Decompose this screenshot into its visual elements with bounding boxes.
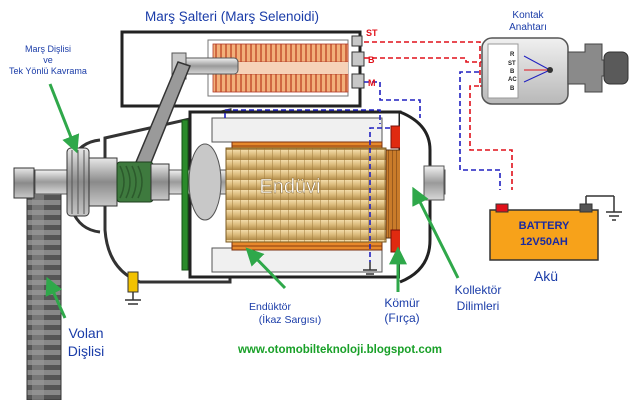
ground-symbols: [125, 262, 377, 305]
switch-terminal-b1: B: [510, 69, 515, 75]
switch-terminal-ac: AC: [508, 77, 517, 83]
pinion-label-line1: Marş Dişlisi: [25, 44, 71, 54]
ignition-switch[interactable]: [481, 37, 629, 105]
solenoid-label: Marş Şalteri (Marş Selenoidi): [145, 9, 319, 24]
terminal-b-label: B: [368, 55, 375, 65]
switch-terminal-r: R: [510, 52, 515, 58]
pinion-gear: [13, 147, 118, 217]
pinion-label-line3: Tek Yönlü Kavrama: [9, 66, 87, 76]
battery-caption: Akü: [534, 268, 558, 284]
solenoid-housing: [120, 30, 362, 108]
switch-terminal-b2: B: [510, 86, 515, 92]
commutator-label-line1: Kollektör: [455, 283, 502, 297]
pinion-label-line2: ve: [43, 55, 53, 65]
armature-label: Endüvi: [259, 176, 320, 198]
battery: [489, 195, 622, 261]
terminal-m-label: M: [368, 78, 376, 88]
brush-label-line1: Kömür: [384, 296, 419, 310]
commutator-end-housing: [399, 110, 445, 284]
overrunning-clutch: [116, 161, 170, 203]
armature-end-plate: [188, 143, 222, 221]
flywheel-label-line1: Volan: [68, 325, 103, 341]
field-label-line2: (İkaz Sargısı): [259, 313, 321, 326]
solenoid-terminals: [351, 35, 365, 89]
field-label-line1: Endüktör: [249, 301, 292, 313]
terminal-st-label: ST: [366, 28, 378, 38]
armature-core: [225, 147, 387, 243]
brush-label-line2: (Fırça): [384, 311, 419, 325]
battery-label-line2: 12V50AH: [520, 236, 568, 248]
flywheel-label-line2: Dişlisi: [68, 343, 105, 359]
website-link[interactable]: www.otomobilteknoloji.blogspot.com: [237, 344, 442, 356]
commutator-label-line2: Dilimleri: [457, 299, 500, 313]
ignition-label-line1: Kontak: [512, 10, 544, 21]
ignition-label-line2: Anahtarı: [509, 22, 547, 33]
switch-terminal-st: ST: [508, 61, 516, 67]
pointer-arrows: [45, 83, 460, 319]
battery-label-line1: BATTERY: [519, 220, 570, 232]
bearing-plate: [181, 119, 189, 271]
